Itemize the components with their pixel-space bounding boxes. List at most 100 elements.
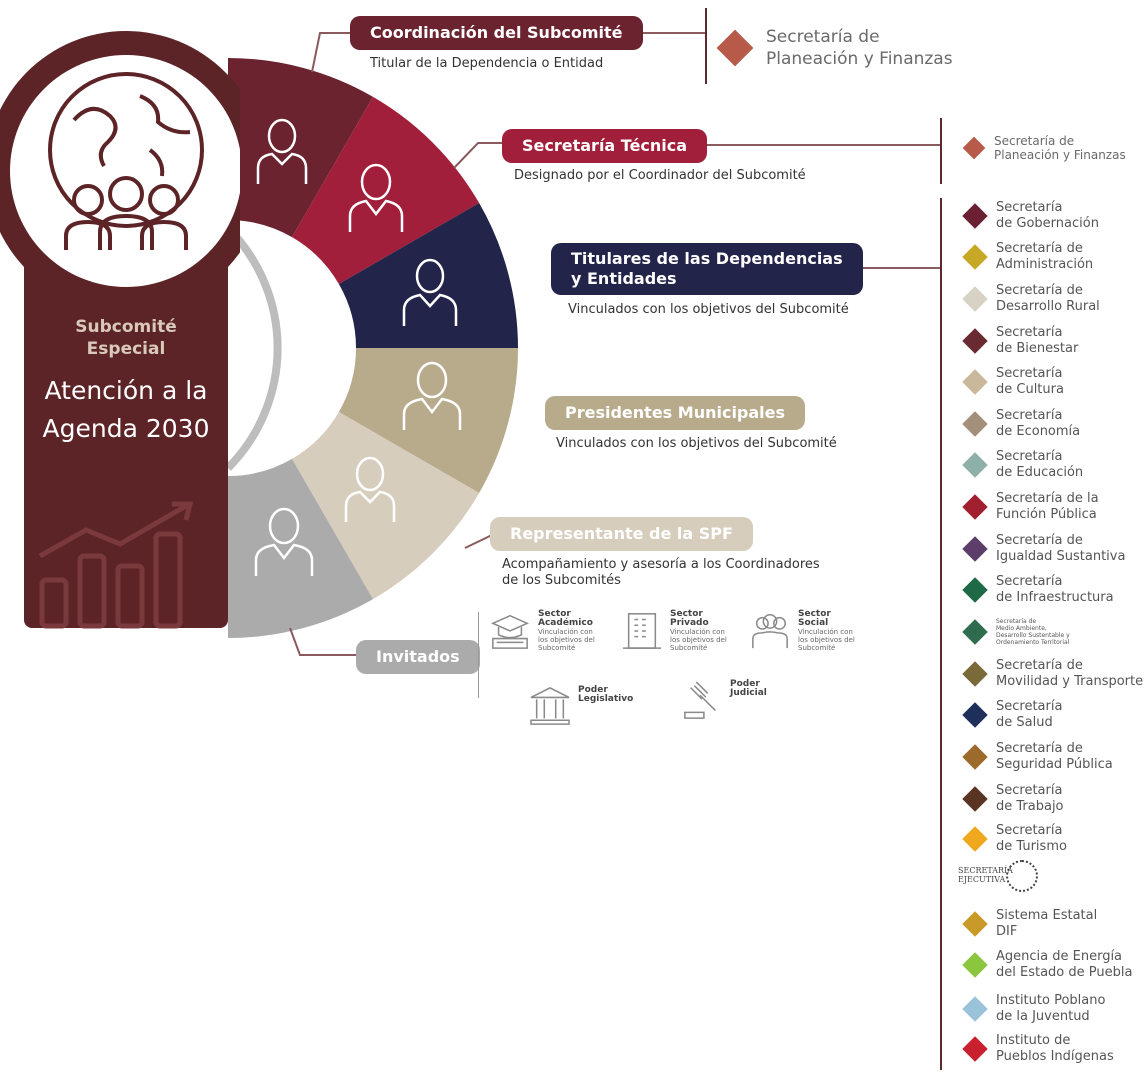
inner-shadow-arc <box>225 225 282 471</box>
role-pill-titulares: Titulares de las Dependencias y Entidade… <box>551 243 863 295</box>
secretaria-item: Secretaría de Administración <box>962 241 1093 273</box>
secretaria-name: Instituto Poblano de la Juventud <box>996 993 1106 1024</box>
secretaria-diamond-icon <box>962 244 988 270</box>
role-subtitle-titulares: Vinculados con los objetivos del Subcomi… <box>568 302 849 317</box>
spf-logo-small-text: Secretaría de Planeación y Finanzas <box>994 134 1126 162</box>
secretaria-item: Instituto Poblano de la Juventud <box>962 993 1106 1025</box>
secretaria-name: Sistema Estatal DIF <box>996 908 1098 939</box>
spf-diamond-icon <box>716 29 754 67</box>
secretaria-item: Secretaría de Gobernación <box>962 200 1099 232</box>
secretaria-diamond-icon <box>962 1036 988 1062</box>
secretaria-item: Secretaría de Cultura <box>962 366 1064 398</box>
secretaria-item: Secretaría de Educación <box>962 449 1084 481</box>
secretaria-diamond-icon <box>962 786 988 812</box>
spf-logo-small-divider <box>940 118 942 184</box>
secretaria-name: Secretaría de Infraestructura <box>996 574 1114 605</box>
secretaria-diamond-icon <box>962 996 988 1022</box>
ring-segment-coordinacion <box>228 58 373 238</box>
secretaria-diamond-icon <box>962 203 988 229</box>
secretaria-name: Instituto de Pueblos Indígenas <box>996 1033 1114 1064</box>
ring-segment-presidentes <box>338 348 518 493</box>
invitado-item: Poder Legislativo <box>528 686 633 726</box>
secretaria-name: Secretaría de Salud <box>996 699 1063 730</box>
secretaria-diamond-icon <box>962 744 988 770</box>
spf-logo-divider <box>705 8 707 84</box>
secretaria-diamond-icon <box>962 328 988 354</box>
panel-heading: Subcomité Especial <box>75 317 177 359</box>
secretaria-item: Secretaría de Medio Ambiente, Desarrollo… <box>962 618 1070 646</box>
secretaria-name: Secretaría de Medio Ambiente, Desarrollo… <box>996 618 1070 646</box>
secretaria-diamond-icon <box>962 661 988 687</box>
role-pill-invitados: Invitados <box>356 640 480 674</box>
secretaria-item: Secretaría de Bienestar <box>962 325 1079 357</box>
graduation-cap-books-icon <box>490 614 530 649</box>
role-subtitle-coordinacion: Titular de la Dependencia o Entidad <box>370 56 604 71</box>
secretaria-item: Instituto de Pueblos Indígenas <box>962 1033 1114 1065</box>
secretaria-name: Secretaría de Desarrollo Rural <box>996 283 1100 314</box>
secretaria-name: Secretaría de Cultura <box>996 366 1064 397</box>
secretaria-diamond-icon <box>962 577 988 603</box>
secretaria-name: Agencia de Energía del Estado de Puebla <box>996 949 1133 980</box>
secretaria-name: Secretaría de la Función Pública <box>996 491 1099 522</box>
panel-title: Atención a la Agenda 2030 <box>42 376 210 443</box>
people-group-icon <box>752 614 788 649</box>
secretaria-item: Secretaría de Economía <box>962 408 1080 440</box>
secretaria-name: Secretaría de Educación <box>996 449 1084 480</box>
invitados-divider <box>478 612 479 698</box>
secretaria-name: Secretaría de Bienestar <box>996 325 1079 356</box>
secretaria-name: Secretaría de Movilidad y Transporte <box>996 658 1144 689</box>
secretaria-name: Secretaría de Trabajo <box>996 783 1064 814</box>
invitado-description: Vinculación con los objetivos del Subcom… <box>798 628 855 652</box>
secretaria-diamond-icon <box>962 619 988 645</box>
role-pill-spf: Representante de la SPF <box>490 517 753 551</box>
secretaria-diamond-icon <box>962 286 988 312</box>
role-pill-coordinacion: Coordinación del Subcomité <box>350 16 643 50</box>
secretaria-diamond-icon <box>962 702 988 728</box>
secretaria-item: Secretaría de Desarrollo Rural <box>962 283 1100 315</box>
role-pill-presidentes: Presidentes Municipales <box>545 396 806 430</box>
globe-badge <box>0 31 240 629</box>
invitado-item: Poder Judicial <box>680 680 767 720</box>
spf-logo-small: Secretaría de Planeación y Finanzas <box>962 134 1126 162</box>
invitado-description: Vinculación con los objetivos del Subcom… <box>538 628 595 652</box>
person-icon-secretaria-tecnica <box>348 163 404 232</box>
secretaria-diamond-icon <box>962 952 988 978</box>
role-subtitle-spf: Acompañamiento y asesoría a los Coordina… <box>502 557 820 588</box>
invitado-description: Vinculación con los objetivos del Subcom… <box>670 628 727 652</box>
spf-logo-large-text: Secretaría de Planeación y Finanzas <box>766 27 953 69</box>
role-subtitle-presidentes: Vinculados con los objetivos del Subcomi… <box>556 436 837 451</box>
secretaria-diamond-icon <box>962 536 988 562</box>
building-icon <box>622 613 662 649</box>
secretaria-diamond-icon <box>962 911 988 937</box>
secretaria-item: Agencia de Energía del Estado de Puebla <box>962 949 1133 981</box>
secretaria-item: Secretaría de la Función Pública <box>962 491 1099 523</box>
secretaria-item: Secretaría de Salud <box>962 699 1063 731</box>
secretaria-item: Secretaría de Infraestructura <box>962 574 1114 606</box>
globe-people-icon <box>48 72 204 250</box>
secretaria-item: Sistema Estatal DIF <box>962 908 1098 940</box>
secretaria-name: Secretaría de Gobernación <box>996 200 1099 231</box>
role-pill-secretaria-tecnica: Secretaría Técnica <box>502 129 708 163</box>
seal-dots-icon <box>1006 860 1038 892</box>
gavel-icon <box>684 681 716 719</box>
secretaria-diamond-icon <box>962 494 988 520</box>
person-icon-coordinacion <box>256 118 308 184</box>
secretaria-ejecutiva-seal: SECRETARÍA EJECUTIVA <box>958 860 1038 892</box>
secretaria-diamond-icon <box>962 369 988 395</box>
invitado-name: Sector Académico <box>538 609 593 628</box>
secretaria-diamond-icon <box>962 826 988 852</box>
secretaria-diamond-icon <box>962 452 988 478</box>
secretaria-name: Secretaría de Turismo <box>996 823 1067 854</box>
secretaria-item: Secretaría de Trabajo <box>962 783 1064 815</box>
secretaria-name: Secretaría de Igualdad Sustantiva <box>996 533 1126 564</box>
ring-segment-secretaria-tecnica <box>292 96 480 284</box>
ring-segment-titulares <box>338 203 518 348</box>
spf-diamond-icon <box>962 136 986 160</box>
secretaria-item: Secretaría de Seguridad Pública <box>962 741 1113 773</box>
person-icon-invitados <box>254 507 314 576</box>
government-building-icon <box>530 687 570 725</box>
secretaria-name: Secretaría de Seguridad Pública <box>996 741 1113 772</box>
